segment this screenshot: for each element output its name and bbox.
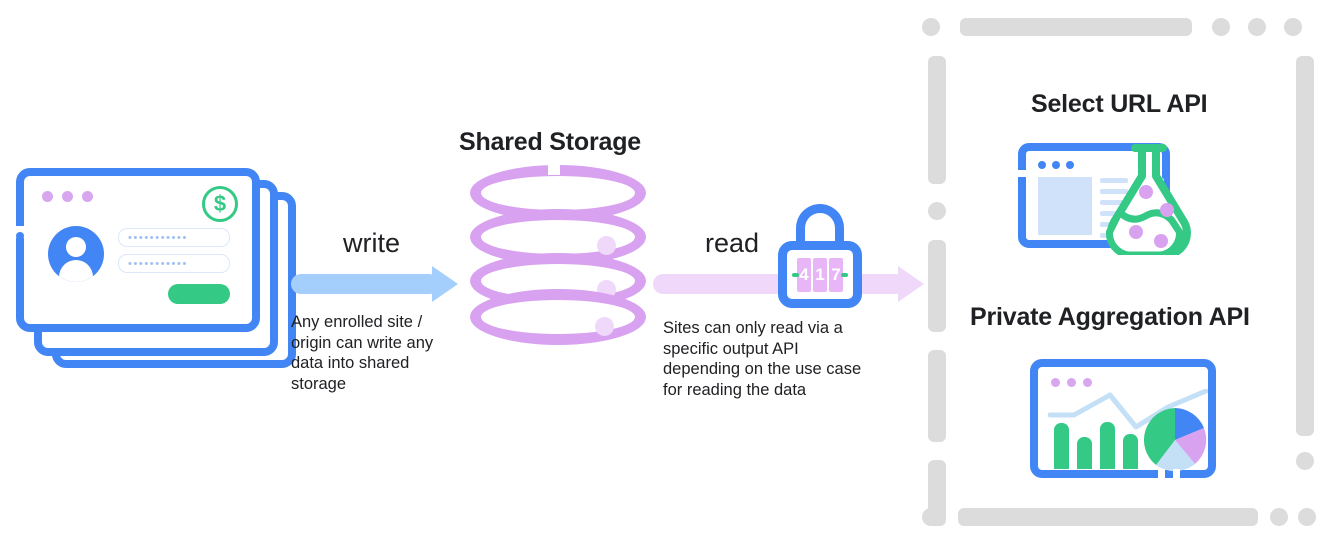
panel-dash (1270, 508, 1288, 526)
database-cylinder-icon (470, 162, 646, 345)
combination-lock-icon: 4 1 7 (778, 204, 862, 308)
write-caption: Any enrolled site / origin can write any… (291, 313, 434, 393)
panel-dash (1212, 18, 1230, 36)
text-line (1100, 178, 1128, 183)
window-border-dot (16, 232, 24, 240)
lock-shackle (796, 204, 844, 252)
text-line (1100, 189, 1128, 194)
panel-dash (1296, 56, 1314, 436)
browser-with-flask-icon (1018, 140, 1223, 259)
image-placeholder (1038, 177, 1092, 235)
aggregation-dashboard-window (1030, 359, 1216, 478)
dashboard-charts-icon (1030, 359, 1216, 483)
read-label: read (705, 228, 760, 258)
lock-dash-right (841, 272, 848, 277)
cylinder-dot-3 (595, 317, 614, 336)
panel-dash (922, 18, 940, 36)
border-gap (1173, 469, 1180, 478)
mini-window-dots (1038, 161, 1074, 169)
panel-dash (1284, 18, 1302, 36)
write-label: write (343, 228, 401, 258)
border-gap (1158, 469, 1165, 478)
window-dot-2 (1067, 378, 1076, 387)
panel-dash (928, 350, 946, 442)
panel-dash (1248, 18, 1266, 36)
mini-window-dots (1051, 378, 1092, 387)
lock-reel-3: 7 (829, 257, 843, 292)
select-url-api-title: Select URL API (1031, 90, 1208, 118)
bar-3 (1100, 422, 1115, 469)
lock-body: 4 1 7 (778, 241, 862, 308)
panel-dash (1298, 508, 1316, 526)
pie-chart (1143, 408, 1207, 472)
output-apis-panel (922, 12, 1320, 543)
lock-reel-2: 1 (813, 257, 827, 292)
read-caption: Sites can only read via a specific outpu… (663, 319, 862, 399)
cylinder-dot-1 (597, 236, 616, 255)
text-line (1100, 211, 1128, 216)
lock-dash-left (792, 272, 799, 277)
bar-1 (1054, 423, 1069, 469)
window-dot-2 (62, 191, 73, 202)
username-field[interactable]: ••••••••••• (118, 228, 230, 247)
panel-dash (960, 18, 1192, 36)
enrolled-site-windows: $ ••••••••••• ••••••••••• (16, 168, 296, 368)
dollar-icon: $ (202, 186, 238, 222)
panel-dash (1296, 452, 1314, 470)
border-gap (1018, 170, 1026, 177)
private-aggregation-api-title: Private Aggregation API (970, 303, 1250, 331)
submit-button[interactable] (168, 284, 230, 304)
avatar-body (59, 260, 93, 282)
text-line (1100, 200, 1128, 205)
line-chart (1048, 389, 1208, 430)
panel-dash (922, 508, 940, 526)
panel-dash (928, 202, 946, 220)
panel-dash (928, 240, 946, 332)
window-traffic-dots (42, 191, 93, 202)
window-dot-3 (1083, 378, 1092, 387)
window-dot-3 (82, 191, 93, 202)
cylinder-band-4 (470, 289, 646, 345)
window-dot-3 (1066, 161, 1074, 169)
panel-dash (928, 56, 946, 184)
lock-reel-1: 4 (797, 257, 811, 292)
window-dot-1 (1051, 378, 1060, 387)
bar-2 (1077, 437, 1092, 469)
panel-dash (958, 508, 1258, 526)
browser-window-front: $ ••••••••••• ••••••••••• (16, 168, 260, 332)
window-dot-2 (1052, 161, 1060, 169)
user-avatar-icon (48, 226, 104, 282)
bar-4 (1123, 434, 1138, 469)
flask-icon (1094, 140, 1204, 260)
avatar-head (66, 237, 86, 257)
window-dot-1 (42, 191, 53, 202)
window-dot-1 (1038, 161, 1046, 169)
password-field[interactable]: ••••••••••• (118, 254, 230, 273)
shared-storage-title: Shared Storage (459, 128, 641, 156)
cylinder-top-notch (548, 162, 560, 175)
